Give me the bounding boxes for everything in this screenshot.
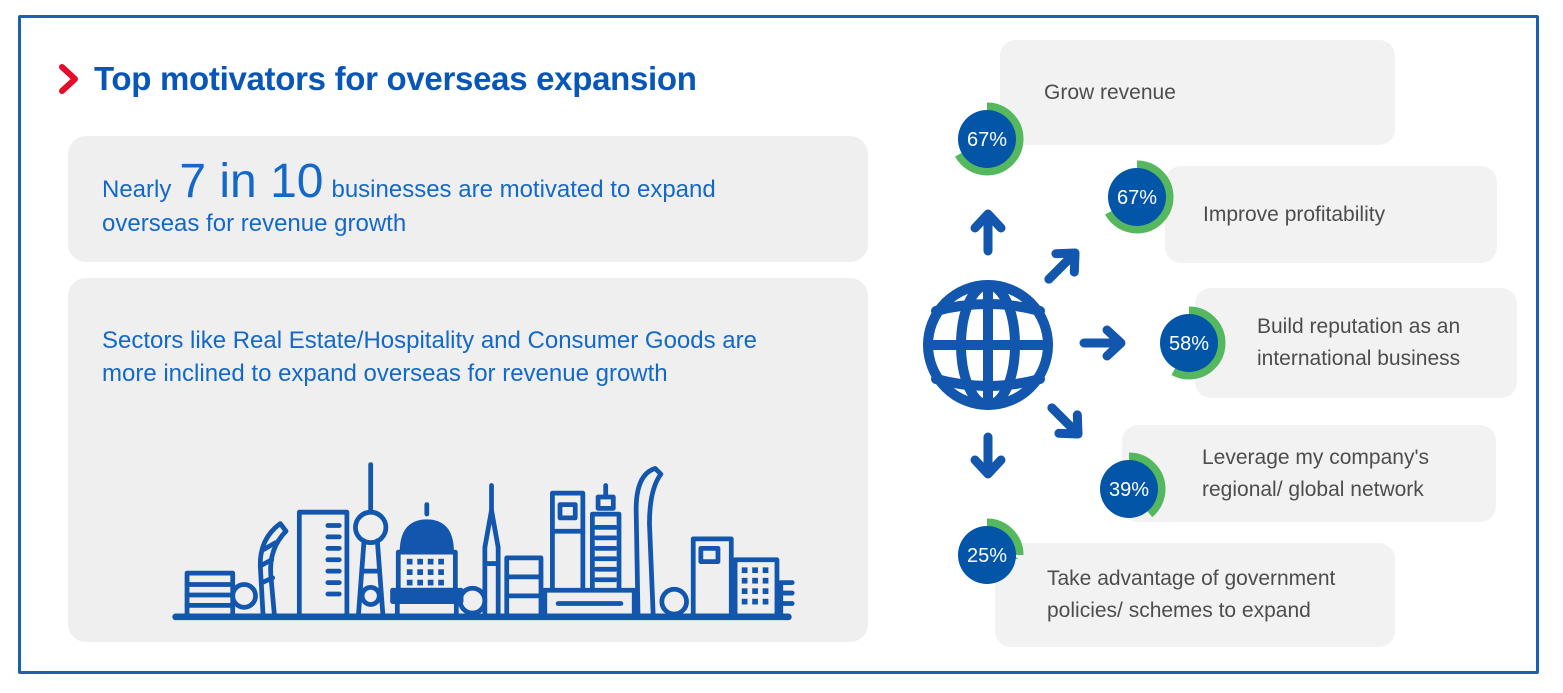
- motivator-label-card: Improve profitability: [1165, 166, 1497, 263]
- stat-ring-grow-revenue: 67%: [947, 99, 1027, 179]
- city-skyline-illustration: [172, 461, 795, 620]
- motivator-label-card: Leverage my company's regional/ global n…: [1122, 425, 1496, 522]
- stat-ring-percentage: 67%: [1117, 187, 1157, 209]
- stat-ring-percentage: 25%: [967, 545, 1007, 567]
- stat-ring-government-policies: 25%: [947, 515, 1027, 595]
- globe-icon: [923, 280, 1053, 410]
- stat-ring-leverage-network: 39%: [1089, 449, 1169, 529]
- stat-suffix-line1: businesses are motivated to expand: [331, 176, 716, 204]
- motivator-label: Improve profitability: [1203, 202, 1386, 226]
- arrow-down-icon: [970, 432, 1006, 479]
- arrow-up-right-icon: [1044, 248, 1080, 284]
- globe-and-arrows: [923, 209, 1126, 479]
- window-grid: [406, 558, 769, 605]
- stat-suffix-line2: overseas for revenue growth: [102, 209, 407, 237]
- page-title: Top motivators for overseas expansion: [94, 60, 697, 97]
- motivator-label: Take advantage of government policies/ s…: [1047, 567, 1336, 622]
- stat-ring-improve-profitability: 67%: [1097, 157, 1177, 237]
- arrow-down-right-icon: [1047, 403, 1083, 439]
- stat-figure: 7 in 10: [179, 155, 324, 209]
- sector-callout-line1: Sectors like Real Estate/Hospitality and…: [102, 327, 757, 354]
- motivator-label-card: Build reputation as an international bus…: [1195, 288, 1517, 398]
- motivator-label-card: Take advantage of government policies/ s…: [995, 543, 1395, 647]
- motivator-label: Grow revenue: [1044, 80, 1176, 104]
- chevron-right-icon: [59, 64, 78, 94]
- arrow-up-icon: [970, 209, 1006, 256]
- header: Top motivators for overseas expansion: [58, 60, 697, 98]
- arrow-right-icon: [1079, 325, 1126, 361]
- stat-ring-build-reputation: 58%: [1149, 303, 1229, 383]
- sector-callout-line2: more inclined to expand overseas for rev…: [102, 360, 668, 388]
- stat-ring-percentage: 58%: [1169, 333, 1209, 355]
- stat-ring-percentage: 67%: [967, 129, 1007, 151]
- motivator-label-card: Grow revenue: [1000, 40, 1395, 145]
- stat-callout-card: Nearly 7 in 10 businesses are motivated …: [68, 136, 868, 262]
- stat-prefix: Nearly: [102, 176, 172, 204]
- sector-callout-card: Sectors like Real Estate/Hospitality and…: [68, 278, 868, 642]
- motivator-label: Build reputation as an international bus…: [1257, 315, 1461, 370]
- stat-ring-percentage: 39%: [1109, 479, 1149, 501]
- stat-callout-line1: Nearly 7 in 10 businesses are motivated …: [102, 158, 868, 206]
- motivator-label: Leverage my company's regional/ global n…: [1202, 445, 1429, 501]
